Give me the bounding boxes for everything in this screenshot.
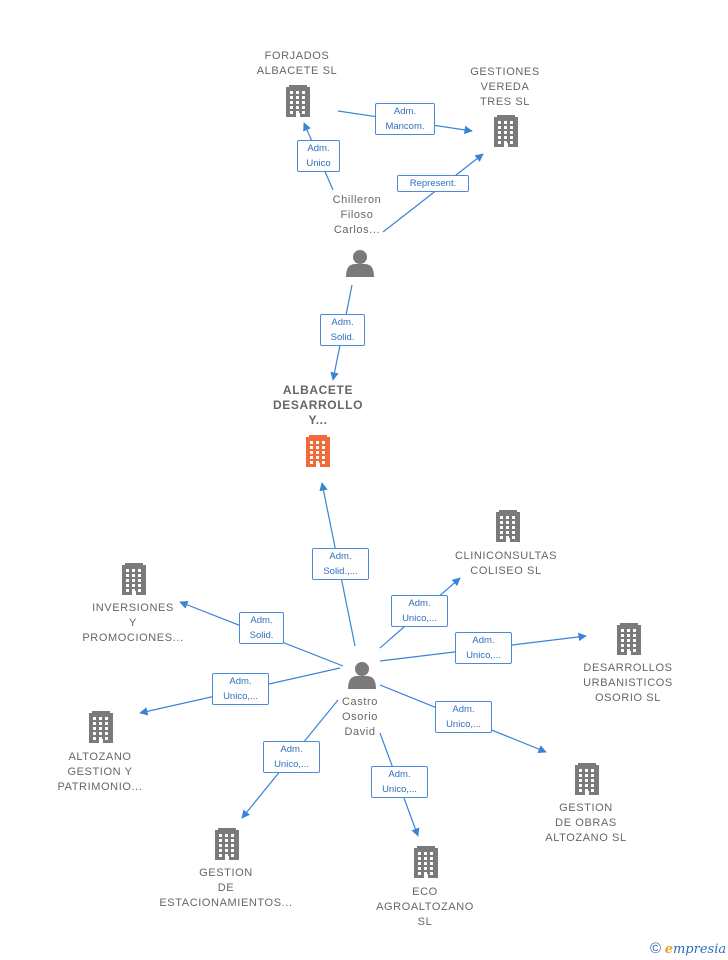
edge-label-forjados-to-gestiones-vereda[interactable]: Adm. Mancom. — [375, 103, 435, 135]
edge-label-chilleron-to-albacete-desarrollo[interactable]: Adm. Solid. — [320, 314, 365, 346]
building-icon-forjados[interactable] — [286, 85, 310, 117]
brand-name: mpresia — [672, 942, 727, 957]
node-label-altozano-gestion[interactable]: ALTOZANO GESTION Y PATRIMONIO... — [57, 751, 143, 793]
edge-label-castro-to-albacete-desarrollo[interactable]: Adm. Solid.,... — [312, 548, 369, 580]
node-label-gestion-estac[interactable]: GESTION DE ESTACIONAMIENTOS... — [159, 867, 293, 909]
edge-label-castro-to-gestion-estac[interactable]: Adm. Unico,... — [263, 741, 320, 773]
edge-label-castro-to-altozano-gestion[interactable]: Adm. Unico,... — [212, 673, 269, 705]
node-label-desarrollos-urb[interactable]: DESARROLLOS URBANISTICOS OSORIO SL — [583, 662, 673, 704]
node-label-chilleron[interactable]: Chilleron Filoso Carlos... — [332, 194, 382, 236]
person-icon-chilleron[interactable] — [346, 250, 374, 277]
edge-label-chilleron-to-gestiones-vereda[interactable]: Represent. — [397, 175, 469, 192]
node-label-forjados[interactable]: FORJADOS ALBACETE SL — [256, 50, 338, 77]
node-label-castro[interactable]: Castro Osorio David — [342, 696, 378, 738]
node-label-inversiones[interactable]: INVERSIONES Y PROMOCIONES... — [82, 602, 184, 644]
node-label-albacete-desarrollo[interactable]: ALBACETE DESARROLLO Y... — [273, 383, 363, 427]
person-icon-castro[interactable] — [348, 662, 376, 689]
node-label-cliniconsultas[interactable]: CLINICONSULTAS COLISEO SL — [454, 550, 558, 577]
building-icon-albacete-desarrollo[interactable] — [306, 435, 330, 467]
building-icon-gestion-estac[interactable] — [215, 828, 239, 860]
edge-label-castro-to-eco-agro[interactable]: Adm. Unico,... — [371, 766, 428, 798]
edge-label-castro-to-inversiones[interactable]: Adm. Solid. — [239, 612, 284, 644]
building-icon-altozano-gestion[interactable] — [89, 711, 113, 743]
brand-initial: e — [664, 942, 673, 957]
node-label-gestiones-vereda[interactable]: GESTIONES VEREDA TRES SL — [470, 66, 540, 108]
building-icon-eco-agro[interactable] — [414, 846, 438, 878]
building-icon-gestiones-vereda[interactable] — [494, 115, 518, 147]
building-icon-gestion-obras[interactable] — [575, 763, 599, 795]
edge-label-castro-to-gestion-obras[interactable]: Adm. Unico,... — [435, 701, 492, 733]
empresia-logo[interactable]: © empresia — [650, 940, 726, 957]
building-icon-desarrollos-urb[interactable] — [617, 623, 641, 655]
edge-label-castro-to-cliniconsultas[interactable]: Adm. Unico,... — [391, 595, 448, 627]
building-icon-inversiones[interactable] — [122, 563, 146, 595]
building-icon-cliniconsultas[interactable] — [496, 510, 520, 542]
node-label-eco-agro[interactable]: ECO AGROALTOZANO SL — [376, 886, 474, 928]
edge-label-chilleron-to-forjados[interactable]: Adm. Unico — [297, 140, 340, 172]
edge-label-castro-to-desarrollos-urb[interactable]: Adm. Unico,... — [455, 632, 512, 664]
copyright-symbol: © — [650, 940, 662, 957]
edge-chilleron-to-gestiones-vereda — [382, 153, 484, 233]
node-label-gestion-obras[interactable]: GESTION DE OBRAS ALTOZANO SL — [545, 802, 627, 844]
